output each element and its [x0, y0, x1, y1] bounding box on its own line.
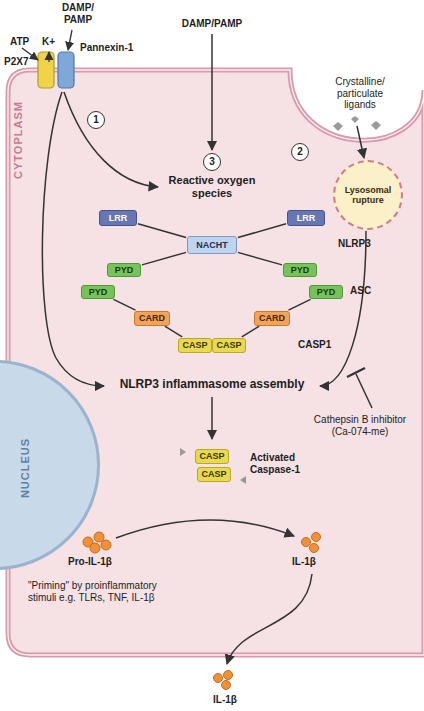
pyd-domain: PYD: [309, 285, 343, 299]
lysosome-circle: Lysosomal rupture: [333, 160, 403, 230]
domain-label: NACHT: [196, 240, 228, 250]
casp-domain: CASP: [178, 338, 212, 353]
il1b-molecule: [222, 681, 231, 690]
domain-label: CASP: [201, 469, 226, 479]
pro-il1b-molecule: [90, 543, 100, 553]
enzyme-label: Activated Caspase-1: [250, 452, 340, 475]
crystal-particle: [351, 116, 359, 123]
secretion-arrow: [227, 574, 312, 664]
ion-label: K+: [42, 36, 62, 48]
casp-domain: CASP: [212, 338, 246, 353]
crystal-particle: [371, 121, 381, 130]
cytokine-molecules: [83, 532, 321, 690]
channel-label: Pannexin-1: [80, 42, 150, 54]
callout-number: 2: [291, 143, 309, 161]
pro-il1b-molecule: [94, 532, 104, 542]
domain-label: PYD: [317, 287, 336, 297]
cytokine-label: IL-1β: [292, 556, 342, 568]
linker-line: [138, 224, 186, 238]
pathway-arrow: [357, 126, 364, 158]
card-domain: CARD: [134, 311, 170, 326]
stimulus-label: DAMP/PAMP: [167, 18, 257, 30]
domain-label: CARD: [259, 313, 285, 323]
il1b-molecule: [214, 674, 223, 683]
note-label: "Priming" by proinflammatory stimuli e.g…: [28, 580, 168, 603]
domain-label: CASP: [199, 451, 224, 461]
pro-il1b-molecule: [101, 540, 111, 550]
casp-domain: CASP: [195, 449, 229, 464]
il1b-molecule: [310, 544, 319, 553]
crystal-particle: [333, 122, 343, 131]
process-label: NLRP3 inflammasome assembly: [107, 378, 317, 392]
callout-number: 1: [87, 111, 105, 129]
damp-arrow: [68, 30, 72, 50]
il1b-molecule: [302, 538, 311, 547]
cytokine-label: IL-1β: [200, 694, 250, 706]
inhibitor-line: [356, 374, 372, 408]
cytokine-label: Pro-IL-1β: [68, 556, 138, 568]
inhibitor-label: Cathepsin B inhibitor (Ca-074-me): [304, 414, 416, 437]
linker-line: [113, 299, 135, 310]
linker-line: [242, 326, 259, 337]
nacht-domain: NACHT: [187, 236, 237, 254]
callout-number: 3: [203, 153, 221, 171]
card-domain: CARD: [254, 311, 290, 326]
il1b-molecule: [312, 533, 321, 542]
pyd-domain: PYD: [107, 263, 141, 277]
lrr-domain: LRR: [287, 210, 325, 226]
pannexin-channel: [58, 52, 74, 88]
cleavage-arrow: [116, 520, 294, 538]
domain-label: 1: [93, 114, 99, 126]
domain-label: 2: [297, 146, 303, 158]
stimulus-label: DAMP/ PAMP: [56, 2, 100, 25]
domain-label: Lysosomal rupture: [338, 185, 398, 206]
ligand-label: Crystalline/ particulate ligands: [322, 76, 398, 111]
potassium-efflux-arrow: [48, 52, 49, 62]
pathway-arrow: [211, 397, 213, 439]
ros-label: Reactive oxygen species: [150, 174, 274, 199]
linker-line: [288, 299, 310, 310]
domain-label: PYD: [89, 287, 108, 297]
cell-membrane-inner: [8, 70, 424, 655]
domain-label: PYD: [291, 265, 310, 275]
pathway-arrow: [42, 92, 104, 386]
protein-label: CASP1: [298, 339, 348, 351]
pathway-arrow: [64, 92, 158, 187]
pyd-domain: PYD: [283, 263, 317, 277]
pathway-arrow: [211, 34, 213, 150]
linker-line: [165, 326, 182, 337]
domain-label: CARD: [139, 313, 165, 323]
domain-label: CASP: [182, 340, 207, 350]
region-label: CYTOPLASM: [12, 101, 24, 179]
il1b-molecule: [224, 671, 233, 680]
channel-label: P2X7: [4, 56, 36, 68]
linker-line: [142, 252, 186, 265]
pyd-domain: PYD: [81, 285, 115, 299]
protein-label: NLRP3: [338, 238, 390, 250]
linker-line: [238, 224, 286, 238]
lrr-domain: LRR: [99, 210, 137, 226]
linker-line: [238, 252, 282, 265]
activation-mark: [240, 476, 246, 484]
domain-label: LRR: [109, 213, 128, 223]
nucleus-label: NUCLEUS: [19, 438, 31, 498]
cell-membrane: [8, 70, 424, 655]
pathway-arrow: [320, 231, 366, 386]
domain-label: 3: [209, 156, 215, 168]
casp-domain: CASP: [197, 467, 231, 482]
domain-label: LRR: [297, 213, 316, 223]
p2x7-channel: [38, 52, 54, 88]
activation-mark: [180, 448, 186, 456]
domain-label: PYD: [115, 265, 134, 275]
protein-label: ASC: [350, 285, 390, 297]
domain-label: CASP: [216, 340, 241, 350]
inhibitor-bar: [347, 368, 365, 377]
molecule-label: ATP: [10, 36, 38, 48]
